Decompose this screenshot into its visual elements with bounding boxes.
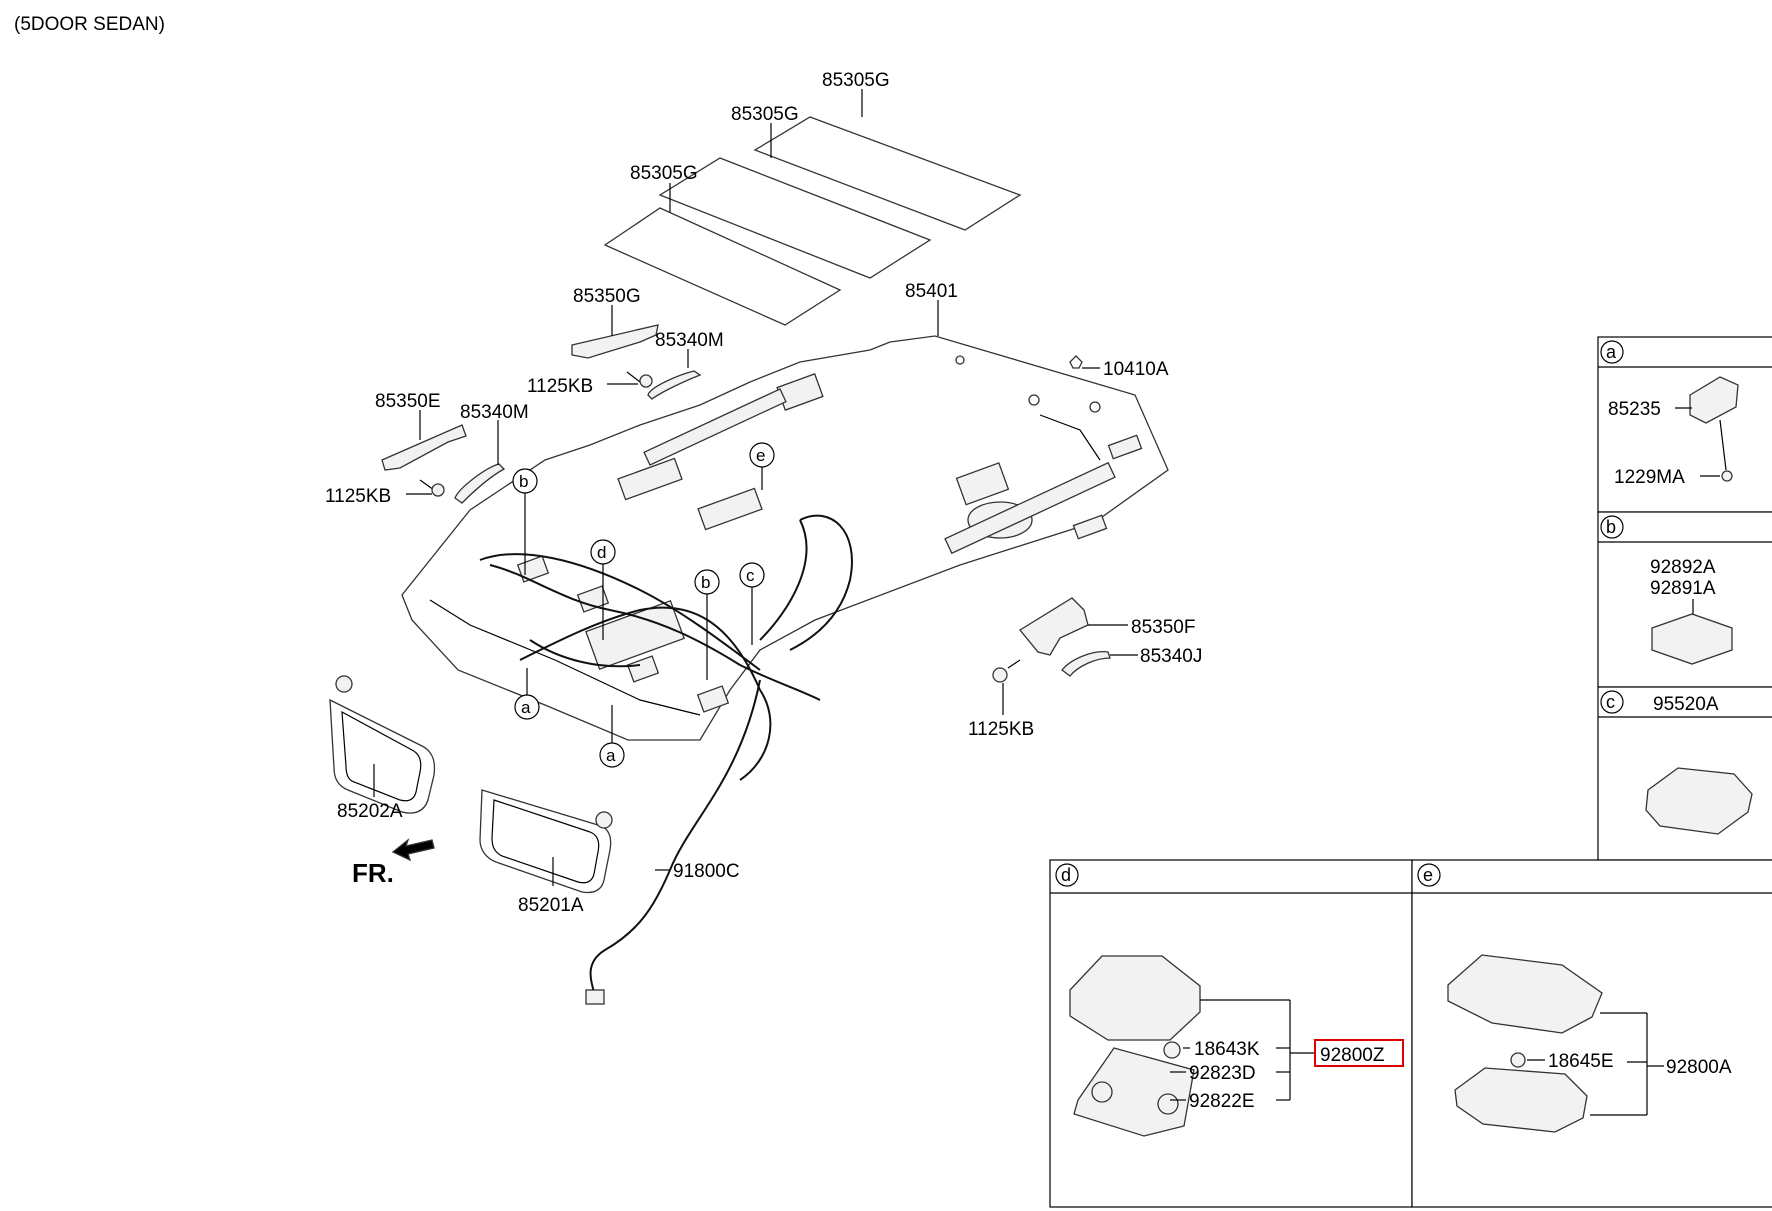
detail-panel-d: d 18643K 92823D 92822E 92800Z: [1049, 859, 1413, 1208]
bulb-18643K-icon[interactable]: [1163, 1041, 1181, 1059]
part-95520A-icon[interactable]: [1645, 767, 1753, 835]
screw-1125KB-left[interactable]: [419, 479, 445, 497]
overhead-console-e-icon[interactable]: [1447, 954, 1603, 1034]
label-91800C: 91800C: [673, 861, 740, 882]
callout-markers: b d e b c a a: [512, 442, 775, 768]
panel-c-tag: c: [1606, 692, 1615, 712]
detail-panel-c: c 95520A: [1597, 686, 1772, 861]
label-1125KB-left: 1125KB: [325, 486, 391, 507]
label-85202A: 85202A: [337, 801, 403, 822]
detail-panel-e: e 18645E 92800A: [1411, 859, 1772, 1208]
sun-visor-85202A[interactable]: [329, 675, 436, 814]
detail-panel-a: a 85235 1229MA: [1597, 336, 1772, 513]
callout-d: d: [597, 543, 606, 562]
part-92891A: 92891A: [1650, 578, 1716, 599]
label-85340M-upper: 85340M: [655, 330, 724, 351]
part-92891A-icon[interactable]: [1651, 613, 1733, 665]
handle-85340M-upper[interactable]: [647, 370, 702, 400]
lens-e-icon[interactable]: [1454, 1067, 1588, 1133]
insulation-pad-rear[interactable]: [753, 116, 1022, 231]
part-92822E: 92822E: [1189, 1091, 1255, 1112]
part-95520A: 95520A: [1653, 694, 1719, 715]
handle-85340M-left[interactable]: [454, 463, 506, 504]
label-1125KB-upper: 1125KB: [527, 376, 593, 397]
part-18643K: 18643K: [1194, 1039, 1260, 1060]
sun-visor-85201A[interactable]: [479, 789, 613, 894]
assembly-92800Z[interactable]: 92800Z: [1320, 1045, 1385, 1066]
insulation-pad-middle[interactable]: [658, 157, 932, 279]
part-85235: 85235: [1608, 399, 1661, 420]
overhead-console-d-icon[interactable]: [1069, 955, 1201, 1041]
panel-e-tag: e: [1423, 865, 1433, 885]
assembly-92800A[interactable]: 92800A: [1666, 1057, 1732, 1078]
bracket-85350G[interactable]: [571, 324, 659, 359]
part-92892A: 92892A: [1650, 557, 1716, 578]
callout-b-2: b: [701, 573, 710, 592]
bracket-85350F[interactable]: [1019, 597, 1089, 656]
detail-panel-b: b 92892A 92891A: [1597, 511, 1772, 688]
lens-92823D-icon[interactable]: [1073, 1047, 1195, 1137]
wire-91800C[interactable]: [585, 679, 761, 1005]
part-1229MA-icon[interactable]: [1721, 470, 1733, 482]
label-85350E: 85350E: [375, 391, 441, 412]
headliner-85401[interactable]: [401, 335, 1169, 741]
callout-b-1: b: [519, 472, 528, 491]
panel-b-tag: b: [1606, 517, 1616, 537]
part-18645E: 18645E: [1548, 1051, 1614, 1072]
screw-1125KB-right[interactable]: [992, 659, 1021, 683]
label-85340M-left: 85340M: [460, 402, 529, 423]
part-85235-icon[interactable]: [1689, 376, 1739, 424]
clip-10410A[interactable]: [1069, 355, 1083, 369]
screw-1125KB-upper[interactable]: [626, 371, 653, 388]
label-10410A: 10410A: [1103, 359, 1169, 380]
callout-c: c: [746, 566, 755, 585]
label-85305G-rear: 85305G: [822, 70, 890, 91]
panel-d-tag: d: [1061, 865, 1071, 885]
front-label: FR.: [352, 858, 394, 888]
callout-a-1: a: [521, 698, 531, 717]
insulation-pad-front[interactable]: [603, 207, 842, 326]
label-85350G: 85350G: [573, 286, 641, 307]
callout-e: e: [756, 446, 765, 465]
bulb-18645E-icon[interactable]: [1510, 1052, 1526, 1068]
label-85350F: 85350F: [1131, 617, 1195, 638]
insulation-pads: [603, 116, 1022, 326]
front-direction-indicator: FR.: [352, 838, 435, 888]
label-85401: 85401: [905, 281, 958, 302]
callout-a-2: a: [606, 746, 616, 765]
label-85305G-front: 85305G: [630, 163, 698, 184]
panel-a-tag: a: [1606, 342, 1617, 362]
handle-85340J[interactable]: [1061, 651, 1111, 677]
label-1125KB-right: 1125KB: [968, 719, 1034, 740]
label-85201A: 85201A: [518, 895, 584, 916]
variant-title: (5DOOR SEDAN): [14, 14, 165, 35]
part-92823D: 92823D: [1189, 1063, 1256, 1084]
label-85340J: 85340J: [1140, 646, 1202, 667]
part-1229MA: 1229MA: [1614, 467, 1685, 488]
wiring-harness: [479, 514, 853, 781]
bracket-85350E[interactable]: [381, 424, 467, 471]
label-85305G-middle: 85305G: [731, 104, 799, 125]
